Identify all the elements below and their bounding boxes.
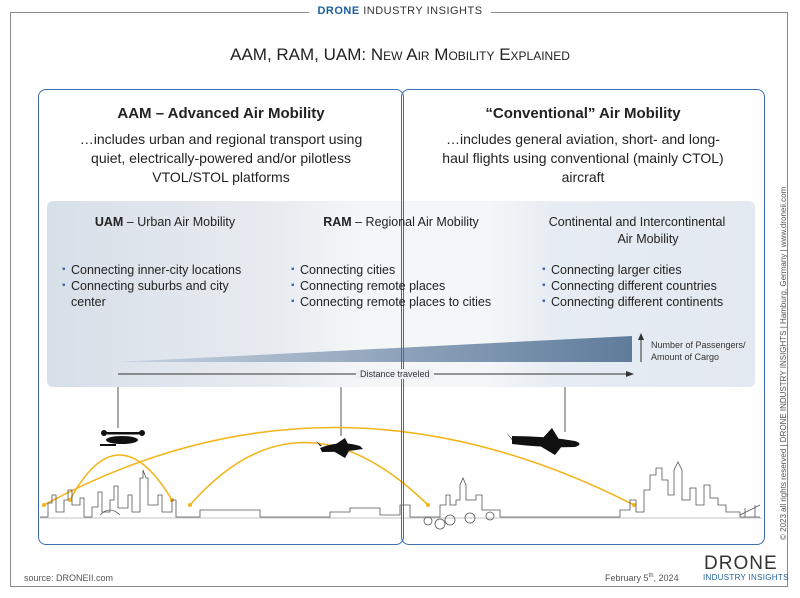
aam-description: …includes urban and regional transport u… xyxy=(79,131,363,185)
list-item: Connecting remote places xyxy=(291,278,516,294)
jet-aircraft-icon xyxy=(506,428,580,455)
logo-wordmark: DRONE xyxy=(704,553,778,574)
skyline-left xyxy=(40,469,300,518)
list-item: Connecting cities xyxy=(291,262,516,278)
logo-tagline: INDUSTRY INSIGHTS xyxy=(703,573,789,582)
uam-title: UAM – Urban Air Mobility xyxy=(94,215,236,229)
list-item: Connecting inner-city locations xyxy=(62,262,277,278)
conventional-description: …includes general aviation, short- and l… xyxy=(442,131,724,185)
ram-title: RAM – Regional Air Mobility xyxy=(323,215,479,229)
source-text: source: DRONEII.com xyxy=(24,573,114,583)
skyline-right xyxy=(500,461,761,518)
list-item: Connecting different countries xyxy=(542,278,752,294)
regional-aircraft-icon xyxy=(316,438,363,458)
uam-list: Connecting inner-city locations Connecti… xyxy=(62,262,277,310)
continental-list: Connecting larger cities Connecting diff… xyxy=(542,262,752,310)
aam-panel xyxy=(38,89,404,545)
skyline-middle xyxy=(300,476,501,530)
conventional-heading: “Conventional” Air Mobility xyxy=(485,105,681,122)
page-title: AAM, RAM, UAM: New Air Mobility Explaine… xyxy=(230,45,570,64)
vertical-credit: © 2023 all rights reserved | DRONE INDUS… xyxy=(779,186,788,540)
distance-label: Distance traveled xyxy=(356,369,434,379)
list-item: Connecting remote places to cities xyxy=(291,294,516,310)
aam-heading: AAM – Advanced Air Mobility xyxy=(117,105,325,122)
passenger-wedge xyxy=(118,336,632,362)
list-item: Connecting larger cities xyxy=(542,262,752,278)
evtol-aircraft-icon xyxy=(100,430,145,446)
conventional-panel xyxy=(401,89,765,545)
flight-arcs xyxy=(43,426,635,506)
ram-list: Connecting cities Connecting remote plac… xyxy=(291,262,516,310)
brand-header: DRONE INDUSTRY INSIGHTS xyxy=(0,5,800,17)
passengers-label: Number of Passengers/ Amount of Cargo xyxy=(651,340,746,362)
list-item: Connecting different continents xyxy=(542,294,752,310)
continental-title: Continental and Intercontinental Air Mob… xyxy=(548,215,726,246)
date-text: February 5th, 2024 xyxy=(605,573,679,583)
